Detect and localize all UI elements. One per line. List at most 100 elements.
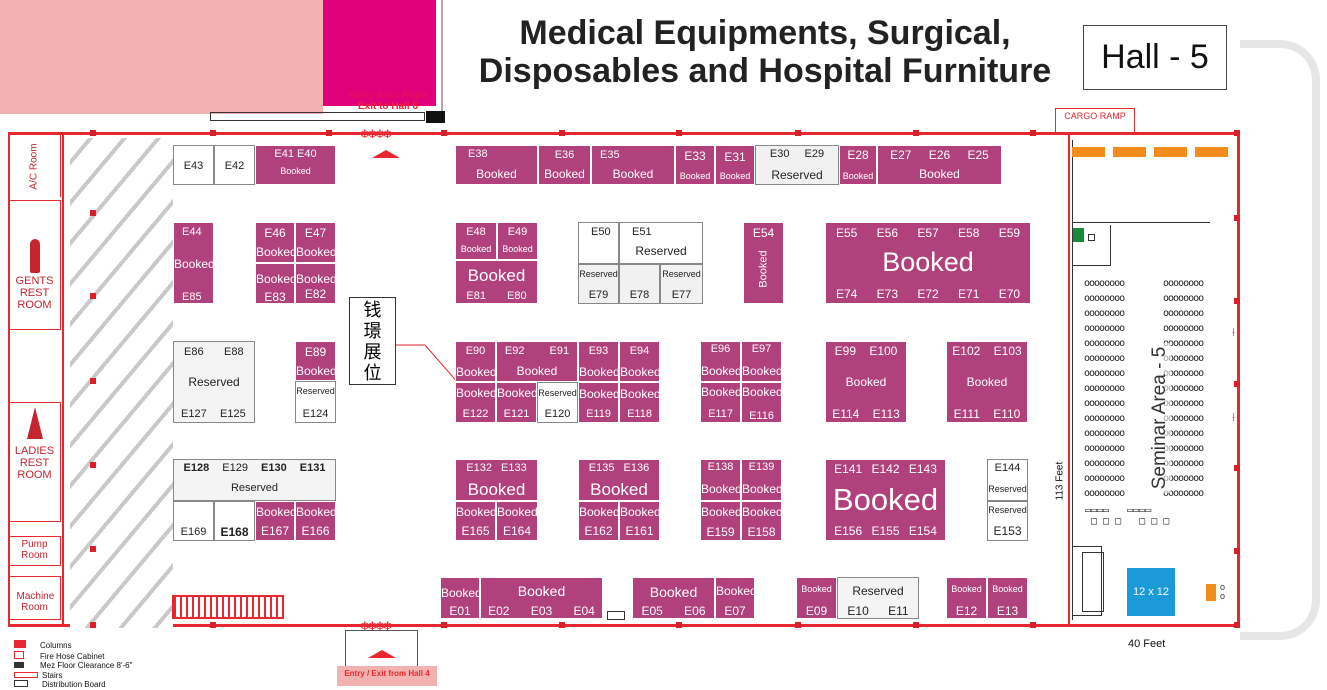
column (1234, 548, 1240, 554)
title-line-1: Medical Equipments, Surgical, (519, 14, 1011, 52)
column (1030, 622, 1036, 628)
pump-room: Pump Room (8, 536, 61, 566)
booth-e141-e154[interactable]: E141 E142 E143 Booked E156 E155 E154 (825, 459, 946, 541)
column (795, 622, 801, 628)
column (676, 130, 682, 136)
orange-vent-4 (1195, 147, 1228, 157)
booth-e99-e113[interactable]: E99 E100 Booked E114 E113 (825, 341, 907, 423)
orange-vent-2 (1113, 147, 1146, 157)
column (210, 622, 216, 628)
column (913, 130, 919, 136)
legend-fire-hose: Fire Hose Cabinet (14, 650, 132, 662)
orange-vent-1 (1072, 147, 1105, 157)
page-title: Medical Equipments, Surgical, Disposable… (455, 14, 1075, 90)
up-arrow-top (372, 150, 400, 158)
right-door-1: ⟊ (1232, 325, 1236, 339)
booth-e55-e70[interactable]: E55 E56 E57 E58 E59 Booked E74 E73 E72 E… (825, 222, 1031, 304)
wall-seminar (1068, 132, 1070, 627)
booth-e78[interactable]: E78 (619, 264, 660, 304)
column (1030, 130, 1036, 136)
booth-e128-e131[interactable]: E128 E129 E130 E131 Reserved (173, 459, 336, 501)
column (1234, 298, 1240, 304)
legend: Columns Fire Hose Cabinet Mez Floor Clea… (14, 640, 132, 690)
distribution-board (607, 611, 625, 620)
booth-e42[interactable]: E42 (214, 145, 255, 185)
ladies-label: LADIES REST ROOM (14, 445, 55, 481)
booth-e50[interactable]: E50 (578, 222, 619, 264)
legend-mez: Mez Floor Clearance 8'-6" (14, 661, 132, 671)
box-12x12[interactable]: 12 x 12 (1127, 568, 1175, 616)
magenta-block (323, 0, 436, 106)
orange-vent-3 (1154, 147, 1187, 157)
booth-e102-e110[interactable]: E102 E103 Booked E111 E110 (946, 341, 1028, 423)
booth-e168[interactable]: E168 (214, 501, 255, 541)
booth-e43[interactable]: E43 (173, 145, 214, 185)
machine-room: Machine Room (8, 576, 61, 620)
column (1234, 215, 1240, 221)
booth-e169[interactable]: E169 (173, 501, 214, 541)
seminar-label: Seminar Area - 5 (1149, 343, 1171, 493)
column (90, 378, 96, 384)
ladies-icon (26, 407, 43, 439)
